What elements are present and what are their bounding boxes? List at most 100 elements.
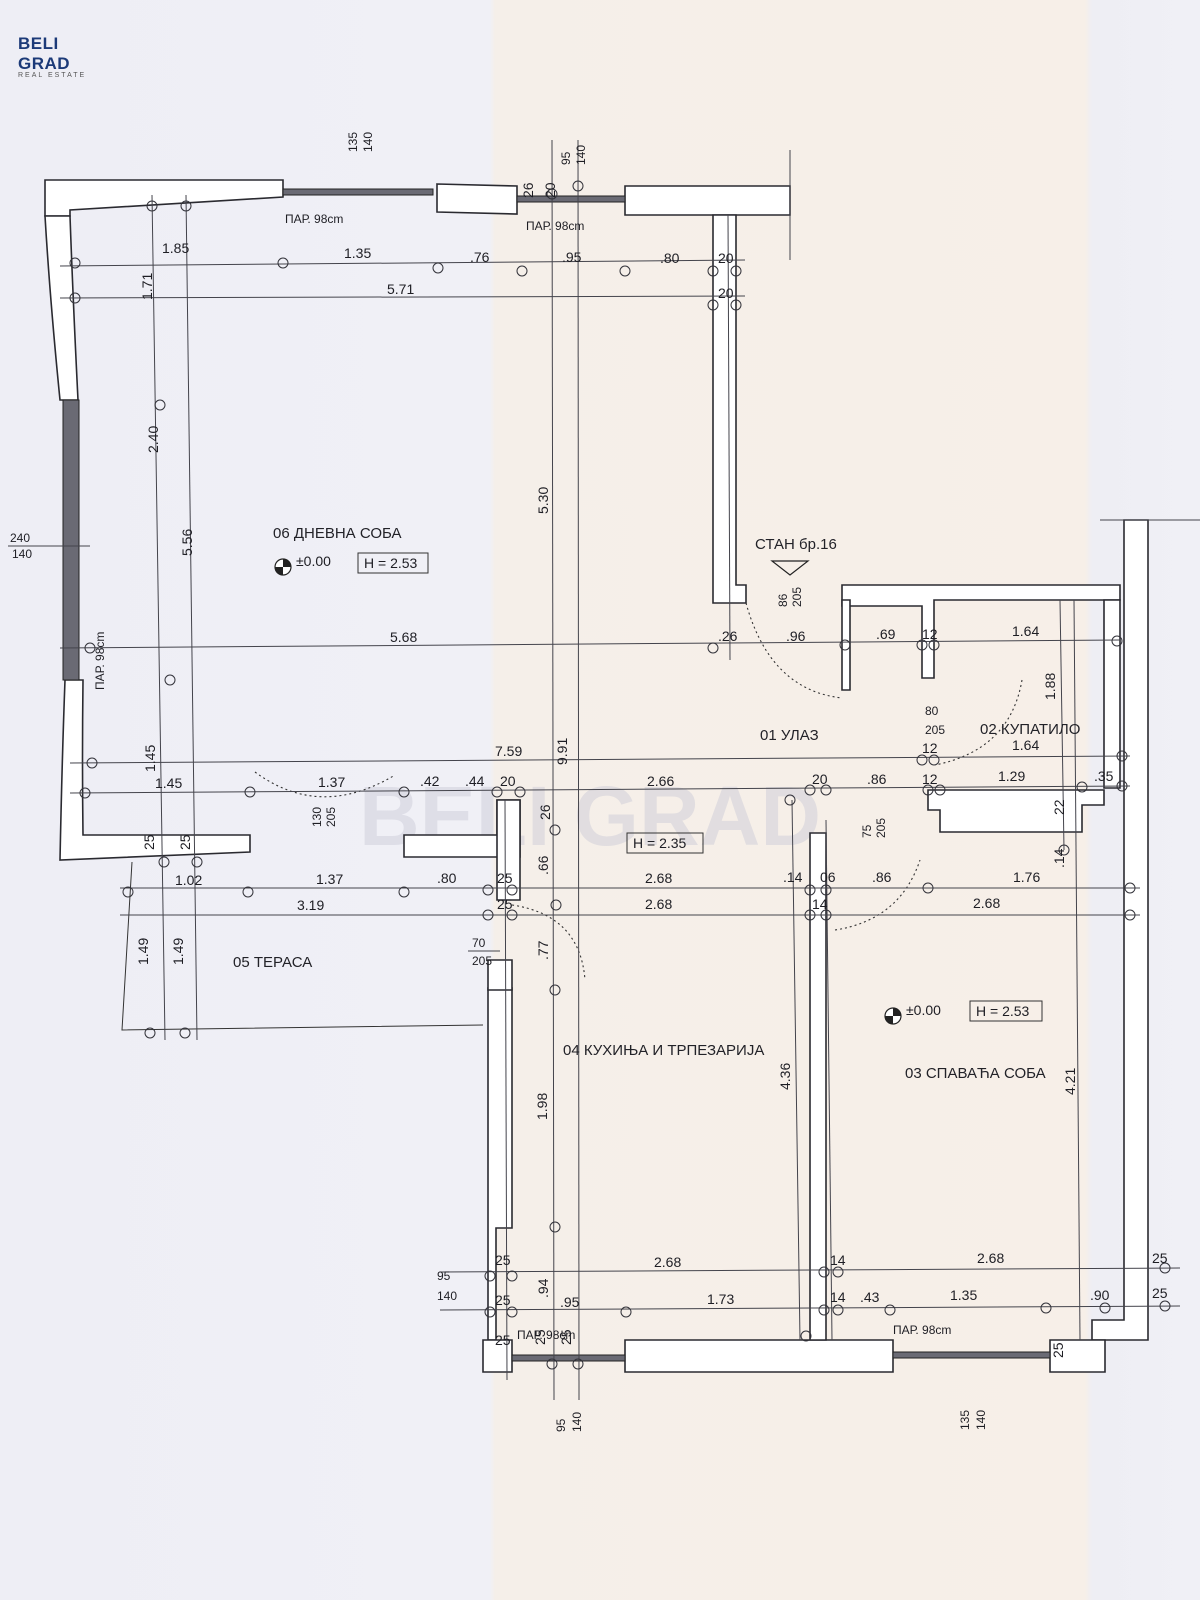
dimension-label: 20 <box>718 250 734 266</box>
wall-bottom-left <box>482 1339 513 1373</box>
logo-tagline: REAL ESTATE <box>18 72 87 79</box>
window-label-top-mid: ПАР. 98cm <box>526 219 584 233</box>
window-kitchen-bottom <box>511 1354 626 1362</box>
window-label-living-top: ПАР. 98cm <box>285 212 343 226</box>
room-label-living: 06 ДНЕВНА СОБА <box>273 525 402 542</box>
dimension-label: 1.64 <box>1012 737 1039 753</box>
fraction-bottom: 140 <box>570 1412 584 1432</box>
dimension-label: 14 <box>812 896 828 912</box>
logo-brand-text: BELI GRAD <box>18 34 71 73</box>
wall-bath-bottom <box>927 789 1105 833</box>
dimension-label: .35 <box>1094 768 1114 784</box>
fraction-bottom: 140 <box>437 1289 457 1303</box>
dimension-label: .69 <box>876 626 896 642</box>
dimension-label: 1.35 <box>344 245 371 261</box>
dimension-label: 4.36 <box>777 1063 793 1090</box>
fraction-top: 75 <box>860 824 874 838</box>
dimension-label: 2.68 <box>654 1254 681 1270</box>
fraction-labels: 135 140 95 140 240 140 86 205 80 205 130… <box>8 132 988 1432</box>
dimension-label: .80 <box>437 870 457 886</box>
dimension-label: 12 <box>922 626 938 642</box>
fraction-bottom: 140 <box>361 132 375 152</box>
dimension-label: 1.76 <box>1013 869 1040 885</box>
window-labels: ПАР. 98cm ПАР. 98cm ПАР. 98cm ПАР. 98cm … <box>93 212 951 1342</box>
dimension-label: .44 <box>465 773 485 789</box>
wall-living-left-lower <box>59 679 251 861</box>
dimension-label: 5.56 <box>179 529 195 556</box>
dimension-label: 1.49 <box>135 938 151 965</box>
fraction-bottom: 140 <box>12 547 32 561</box>
dimension-label: .86 <box>872 869 892 885</box>
dimension-label: 3.19 <box>297 897 324 913</box>
dimension-label: 1.37 <box>316 871 343 887</box>
dimension-label: 1.98 <box>534 1093 550 1120</box>
room-label-bedroom: 03 СПАВАЋА СОБА <box>905 1065 1046 1082</box>
height-hall: H = 2.35 <box>633 835 687 851</box>
dimension-label: 20 <box>718 285 734 301</box>
room-label-entrance: 01 УЛАЗ <box>760 727 819 744</box>
dimension-label: 1.73 <box>707 1291 734 1307</box>
dimension-label: 20 <box>542 182 558 198</box>
dimension-label: 1.35 <box>950 1287 977 1303</box>
dimension-label: 26 <box>537 804 553 820</box>
window-label-bedroom: ПАР. 98cm <box>893 1323 951 1337</box>
dimension-label: .43 <box>860 1289 880 1305</box>
dimension-label: 4.21 <box>1062 1068 1078 1095</box>
level-texts: ±0.00 H = 2.53 ±0.00 H = 2.53 H = 2.35 <box>296 553 1030 1019</box>
dimension-label: .94 <box>535 1278 551 1298</box>
dimension-label: 2.40 <box>145 426 161 453</box>
dimension-label: 1.29 <box>998 768 1025 784</box>
fraction-top: 80 <box>925 704 939 718</box>
dimension-label: 25 <box>177 834 193 850</box>
fraction-bottom: 205 <box>874 818 888 838</box>
dimension-label: 20 <box>812 771 828 787</box>
fraction-top: 95 <box>437 1269 451 1283</box>
dimension-label: .95 <box>562 249 582 265</box>
fraction-top: 86 <box>776 593 790 607</box>
door-kitchen <box>511 904 586 981</box>
dimension-label: .80 <box>660 250 680 266</box>
height-bedroom: H = 2.53 <box>976 1003 1030 1019</box>
fraction-top: 130 <box>310 807 324 827</box>
dimension-label: .90 <box>1090 1287 1110 1303</box>
dimension-label: 25 <box>495 1332 511 1348</box>
apartment-label: СТАН бр.16 <box>755 536 837 553</box>
dimension-label: .96 <box>786 628 806 644</box>
dimension-label: 25 <box>558 1329 574 1345</box>
dimension-label: 25 <box>495 1292 511 1308</box>
dimension-label: 06 <box>820 869 836 885</box>
dimension-label: 25 <box>141 834 157 850</box>
dimension-label: .26 <box>718 628 738 644</box>
dimension-label: 22 <box>1051 799 1067 815</box>
dimension-label: .95 <box>560 1294 580 1310</box>
dimension-label: 2.66 <box>647 773 674 789</box>
dimension-label: 9.91 <box>554 738 570 765</box>
dimension-label: 25 <box>532 1329 548 1345</box>
dimension-label: 12 <box>922 771 938 787</box>
dimension-label: 14 <box>830 1252 846 1268</box>
dimension-ticks <box>69 180 1171 1370</box>
dimension-label: 25 <box>495 1252 511 1268</box>
company-logo: BELI GRAD REAL ESTATE <box>18 34 108 79</box>
dimension-label: .66 <box>535 855 551 875</box>
dimension-label: 7.59 <box>495 743 522 759</box>
dimension-label: 1.64 <box>1012 623 1039 639</box>
fraction-bottom: 205 <box>324 807 338 827</box>
fraction-top: 70 <box>472 936 486 950</box>
terrace-rail <box>121 861 484 1031</box>
wall-entrance-right <box>841 584 1121 679</box>
fraction-bottom: 140 <box>574 145 588 165</box>
window-bedroom-bottom <box>892 1351 1051 1359</box>
dimension-label: 5.30 <box>535 487 551 514</box>
dimension-label: .86 <box>867 771 887 787</box>
level-markers <box>274 552 1043 1025</box>
window-label-kitchen: ПАР. 98cm <box>517 1328 575 1342</box>
dimension-label: 1.02 <box>175 872 202 888</box>
dimension-label: .14 <box>783 869 803 885</box>
dimension-label: 20 <box>500 773 516 789</box>
wall-kitchen-left <box>487 987 513 1341</box>
dimension-label: 1.85 <box>162 240 189 256</box>
level-mark-living: ±0.00 <box>296 553 331 569</box>
wall-kitchen-partition <box>496 799 521 901</box>
dimension-label: 2.68 <box>973 895 1000 911</box>
